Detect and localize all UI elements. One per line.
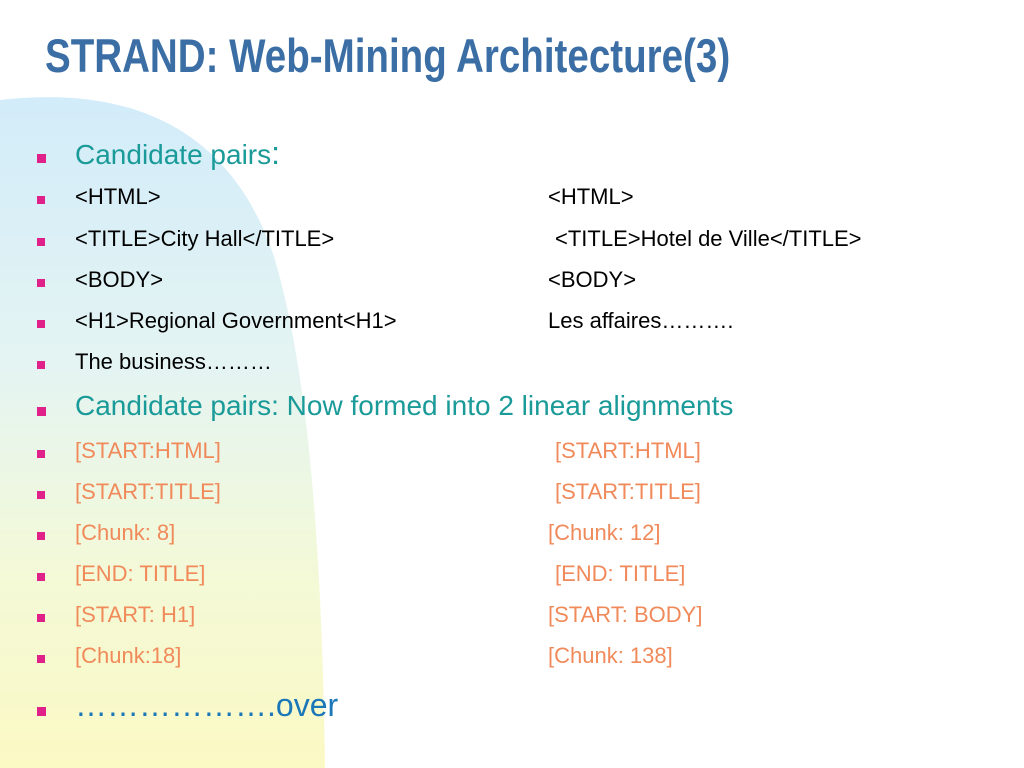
heading-text: Candidate pairs xyxy=(75,139,272,170)
pair-left: <HTML> xyxy=(75,184,161,209)
bullet-icon xyxy=(37,614,45,622)
alignment-left: [Chunk:18] xyxy=(75,643,182,668)
heading-colon: : xyxy=(271,135,281,171)
bullet-icon xyxy=(37,154,46,163)
bullet-icon xyxy=(37,450,45,458)
bullet-icon xyxy=(37,320,45,328)
bullet-icon xyxy=(37,196,45,204)
bullet-icon xyxy=(37,407,46,416)
alignment-right: [Chunk: 12] xyxy=(548,520,661,545)
alignment-right: [START: BODY] xyxy=(548,602,703,627)
business-line: The business……… xyxy=(75,349,272,374)
bullet-icon xyxy=(37,573,45,581)
alignment-right: [END: TITLE] xyxy=(555,561,686,586)
bullet-icon xyxy=(37,491,45,499)
alignment-right: [START:TITLE] xyxy=(555,479,701,504)
alignment-left: [START:TITLE] xyxy=(75,479,221,504)
pair-right: <TITLE>Hotel de Ville</TITLE> xyxy=(555,226,862,251)
bullet-icon xyxy=(37,707,46,716)
bullet-icon xyxy=(37,532,45,540)
alignment-right: [Chunk: 138] xyxy=(548,643,673,668)
alignment-left: [END: TITLE] xyxy=(75,561,206,586)
pair-right: Les affaires………. xyxy=(548,308,734,333)
pair-right: <BODY> xyxy=(548,267,637,292)
alignment-left: [Chunk: 8] xyxy=(75,520,176,545)
bullet-icon xyxy=(37,361,45,369)
pair-left: <H1>Regional Government<H1> xyxy=(75,308,397,333)
candidate-pairs-heading: Candidate pairs: xyxy=(75,135,280,172)
bullet-icon xyxy=(37,238,45,246)
linear-alignments-heading: Candidate pairs: Now formed into 2 linea… xyxy=(75,390,734,421)
alignment-left: [START:HTML] xyxy=(75,438,221,463)
pair-left: <BODY> xyxy=(75,267,164,292)
pair-right: <HTML> xyxy=(548,184,634,209)
pair-left: <TITLE>City Hall</TITLE> xyxy=(75,226,335,251)
alignment-left: [START: H1] xyxy=(75,602,196,627)
alignment-right: [START:HTML] xyxy=(555,438,701,463)
bullet-icon xyxy=(37,279,45,287)
bullet-icon xyxy=(37,655,45,663)
closing-text: ……………….over xyxy=(75,687,339,723)
slide-title: STRAND: Web-Mining Architecture(3) xyxy=(45,29,731,82)
